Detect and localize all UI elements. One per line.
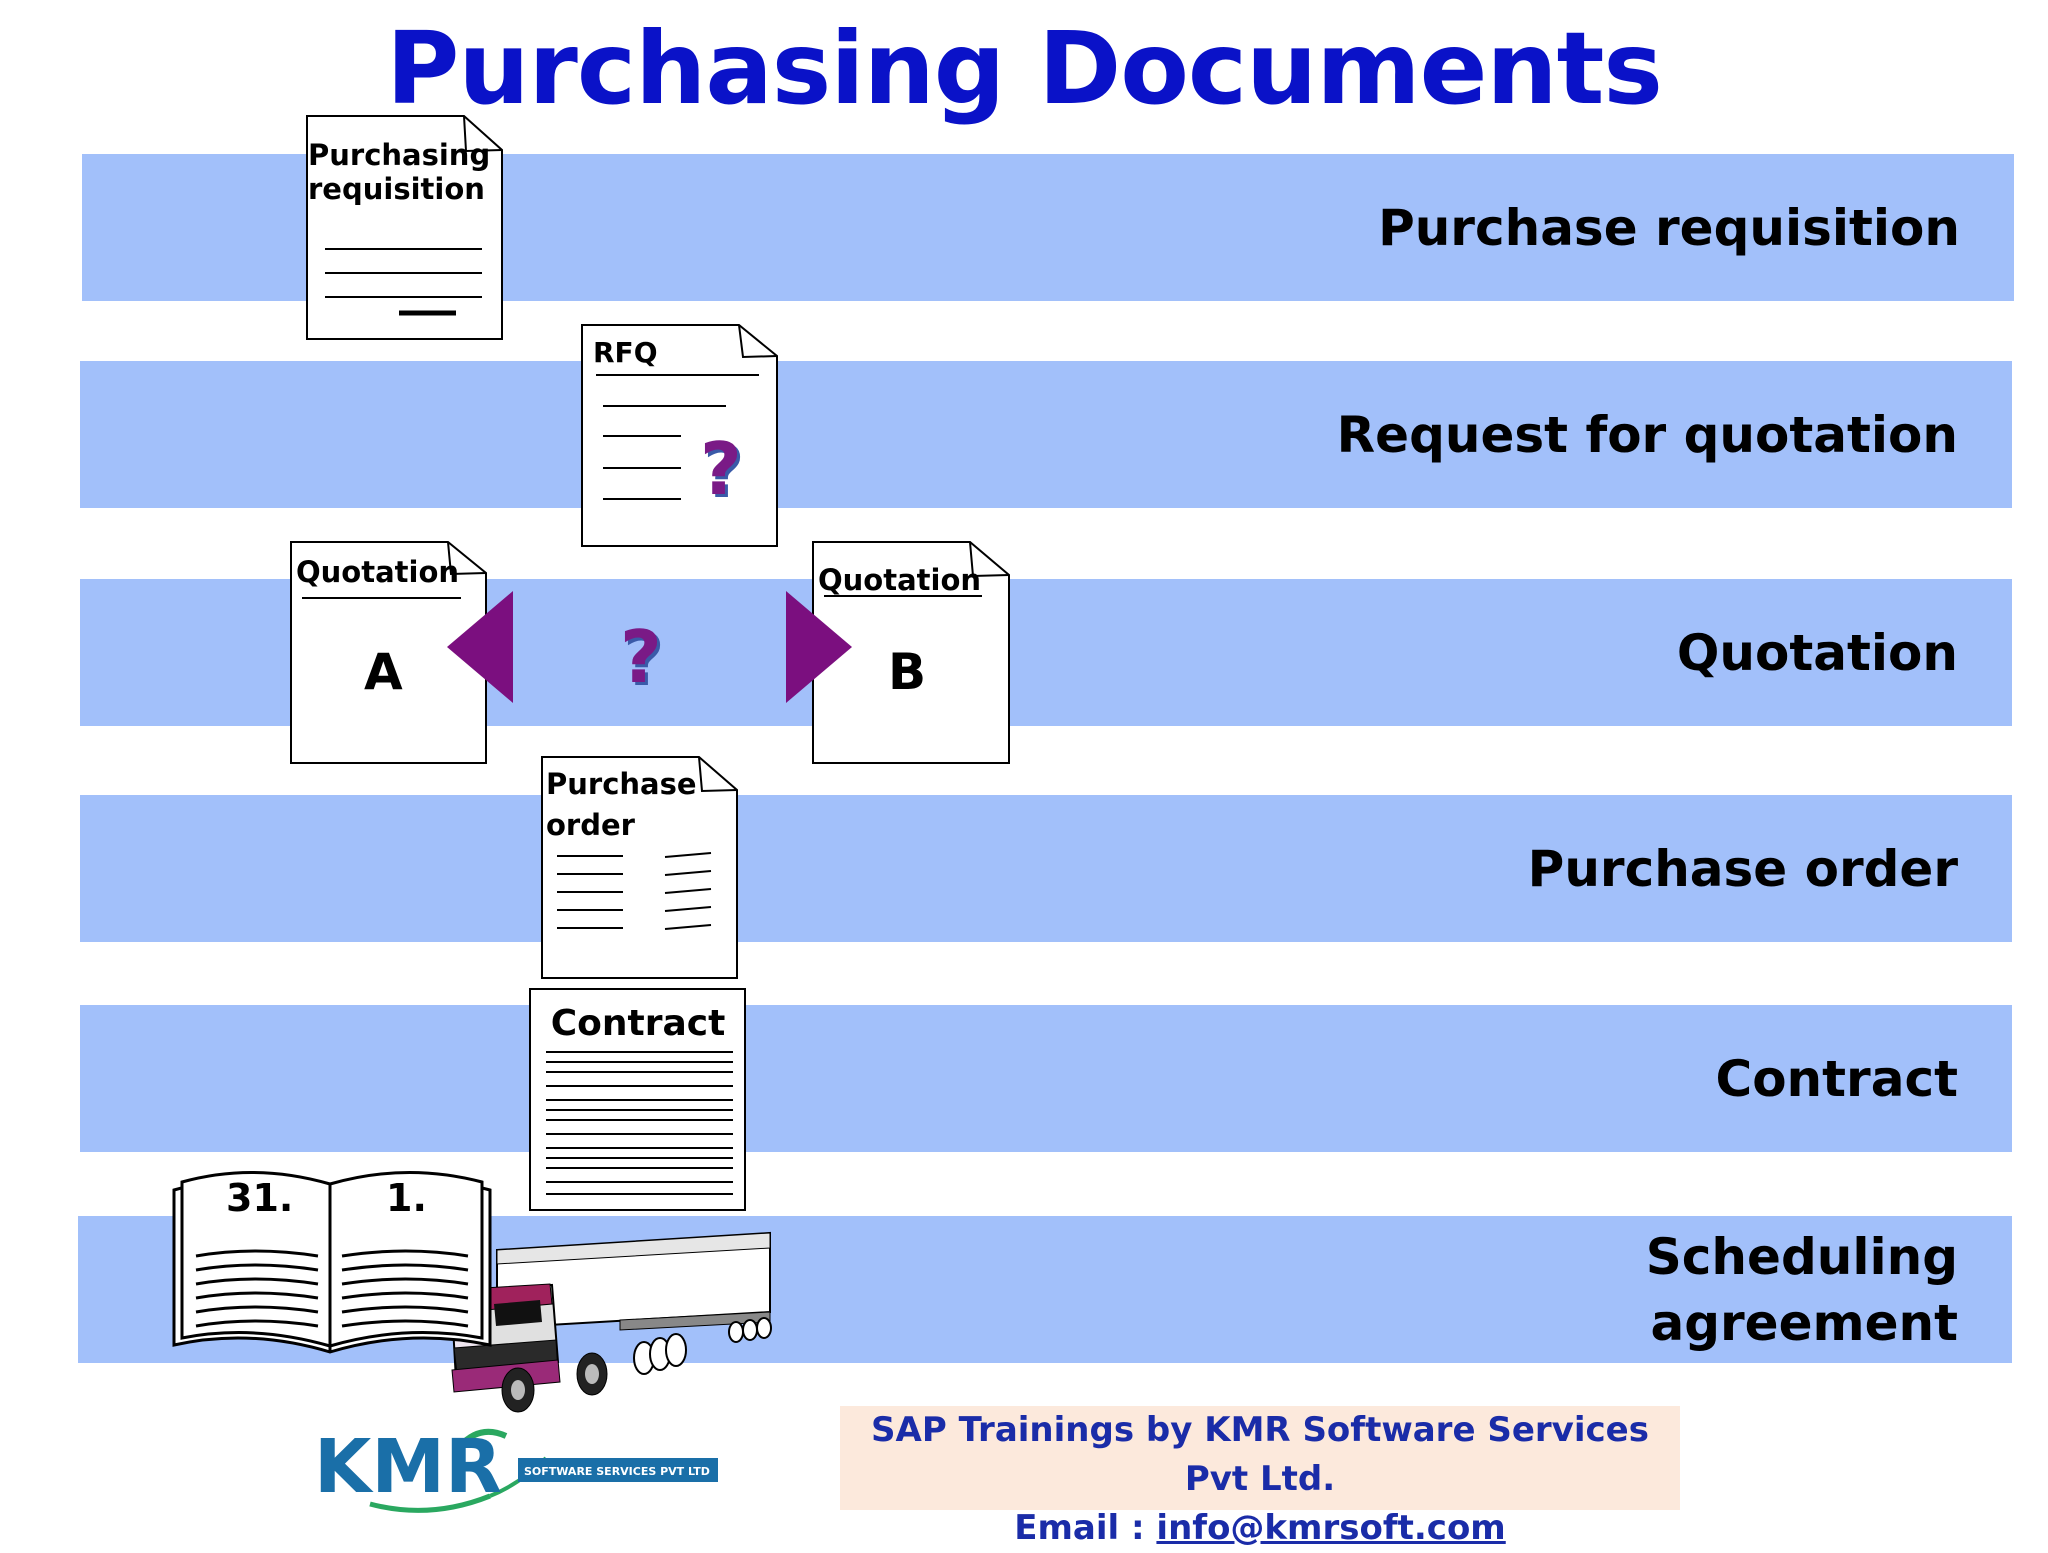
footer-email-line: Email : info@kmrsoft.com — [840, 1504, 1680, 1553]
kmr-logo-tagline: SOFTWARE SERVICES PVT LTD — [524, 1465, 710, 1478]
band-label: Scheduling agreement — [1646, 1224, 1958, 1356]
requisition-document-label: Purchasing requisition — [308, 138, 490, 206]
purchase-order-label-line2: order — [546, 808, 635, 842]
compare-left-arrow-icon — [447, 591, 513, 703]
band-label-line2: agreement — [1650, 1294, 1958, 1352]
contract-label: Contract — [550, 1003, 726, 1044]
quotation-a-label: Quotation — [296, 555, 460, 589]
purchase-order-label-line1: Purchase — [546, 767, 697, 801]
rfq-document-icon — [581, 324, 778, 547]
footer-credit-line: SAP Trainings by KMR Software Services P… — [871, 1410, 1649, 1499]
band-label: Purchase order — [1527, 840, 1958, 898]
quotation-b-letter: B — [888, 643, 927, 701]
truck-icon — [450, 1231, 772, 1413]
footer-email-prefix: Email : — [1014, 1508, 1157, 1548]
band-label-line1: Scheduling — [1645, 1228, 1958, 1286]
quotation-b-document-icon — [812, 541, 1010, 764]
calendar-right-page-date: 1. — [386, 1176, 427, 1220]
quotation-a-letter: A — [364, 643, 403, 701]
footer-credit-box: SAP Trainings by KMR Software Services P… — [840, 1406, 1680, 1548]
calendar-left-page-date: 31. — [226, 1176, 294, 1220]
quotation-b-label: Quotation — [818, 563, 982, 597]
band-request-for-quotation: Request for quotation — [80, 361, 2012, 508]
requisition-label-line2: requisition — [308, 172, 485, 206]
compare-question-mark: ? — [620, 615, 662, 699]
kmr-logo-icon: KMR SOFTWARE SERVICES PVT LTD — [314, 1424, 718, 1513]
page-title: Purchasing Documents — [386, 10, 1663, 127]
requisition-label-line1: Purchasing — [308, 138, 491, 172]
rfq-label: RFQ — [593, 336, 658, 369]
band-label: Request for quotation — [1336, 406, 1958, 464]
rfq-question-mark: ? — [700, 427, 742, 511]
calendar-book-icon — [172, 1170, 492, 1354]
kmr-logo-text: KMR — [314, 1424, 502, 1510]
requisition-document-icon — [306, 115, 503, 340]
purchase-order-label: Purchase order — [546, 764, 697, 846]
band-label: Contract — [1715, 1050, 1958, 1108]
band-label: Purchase requisition — [1378, 199, 1960, 257]
band-label: Quotation — [1676, 624, 1958, 682]
footer-email-link[interactable]: info@kmrsoft.com — [1156, 1508, 1506, 1548]
contract-document-icon — [529, 988, 746, 1211]
band-contract: Contract — [80, 1005, 2012, 1152]
band-purchase-order: Purchase order — [80, 795, 2012, 942]
purchase-order-document-icon — [541, 756, 738, 979]
compare-right-arrow-icon — [786, 591, 852, 703]
